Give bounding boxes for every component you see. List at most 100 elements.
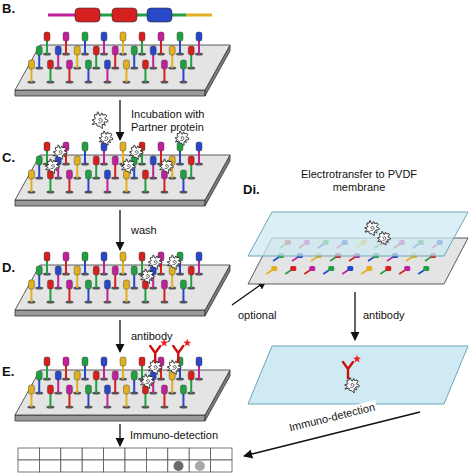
peptide-linker (186, 14, 212, 17)
peptide-domain (44, 357, 50, 366)
peptide-domain (44, 32, 50, 41)
peptide-linker (65, 41, 67, 54)
protein-fold (58, 151, 62, 155)
grid-cell (168, 448, 189, 460)
peptide-linker (198, 41, 200, 54)
detection-spot (195, 461, 205, 471)
partner-protein (365, 221, 379, 236)
grid-cell (61, 448, 82, 460)
peptide-linker (406, 257, 412, 261)
peptide-linker (349, 257, 355, 261)
peptide-linker (84, 366, 86, 379)
grid-cell (18, 460, 39, 472)
peptide-linker (190, 165, 192, 178)
detection-grid (18, 448, 232, 472)
peptide-linker (106, 69, 108, 82)
peptide-linker (160, 41, 162, 54)
peptide-domain (328, 266, 334, 271)
partner-protein (160, 159, 174, 174)
peptide-linker (171, 380, 173, 393)
grid-cell (125, 460, 146, 472)
partner-protein (141, 269, 155, 284)
detection-label (353, 355, 361, 363)
peptide-domain (36, 266, 42, 275)
peptide-linker (49, 69, 51, 82)
peptide-domain (104, 60, 110, 69)
peptide-linker (368, 257, 374, 261)
peptide-linker (182, 394, 184, 407)
peptide-domain (423, 266, 429, 271)
peptide-linker (103, 261, 105, 274)
partner-protein (53, 145, 67, 160)
peptide-linker (46, 261, 48, 274)
peptide-domain (158, 142, 164, 151)
step-label: Immuno-detection (130, 429, 218, 442)
process-arrow (119, 100, 120, 140)
peptide-linker (361, 270, 367, 274)
antibody (173, 346, 183, 362)
peptide-linker (87, 394, 89, 407)
peptide-linker (38, 275, 40, 288)
peptide-linker (76, 55, 78, 68)
peptide-domain (123, 280, 129, 289)
partner-protein (175, 131, 189, 146)
grid-cell (125, 448, 146, 460)
peptide-linker (84, 151, 86, 164)
grid-cell (189, 460, 210, 472)
peptide-linker (122, 366, 124, 379)
peptide-domain (66, 170, 72, 179)
pvdf-membrane (248, 346, 468, 404)
peptide-domain (112, 46, 118, 55)
grid-cell (104, 460, 125, 472)
peptide-domain (150, 46, 156, 55)
antibody (343, 355, 361, 378)
peptide-linker (84, 41, 86, 54)
peptide-linker (125, 69, 127, 82)
peptide-domain (104, 280, 110, 289)
peptide-domain (82, 32, 88, 41)
partner-protein (46, 159, 60, 174)
peptide-domain (104, 385, 110, 394)
plate-edge (15, 90, 205, 96)
peptide-domain (93, 46, 99, 55)
partner-protein (167, 255, 181, 270)
peptide-domain (74, 266, 80, 275)
peptide-domain (44, 252, 50, 261)
peptide-linker (46, 366, 48, 379)
peptide-linker (38, 380, 40, 393)
grid-cell (61, 460, 82, 472)
peptide-domain (123, 60, 129, 69)
peptide-linker (163, 179, 165, 192)
partner-protein (129, 145, 143, 160)
peptide-linker (163, 69, 165, 82)
detection-spot (174, 461, 184, 471)
step-label: Electrotransfer to PVDF membrane (300, 168, 418, 194)
protein-fold (172, 261, 176, 265)
peptide-linker (57, 380, 59, 393)
peptide-linker (182, 289, 184, 302)
peptide-linker (172, 14, 186, 17)
protein-fold (98, 118, 102, 123)
peptide-linker (48, 14, 75, 17)
panel-letter: D. (2, 260, 15, 275)
peptide-linker (87, 179, 89, 192)
peptide-linker (171, 275, 173, 288)
peptide-linker (266, 270, 272, 274)
peptide-domain (36, 46, 42, 55)
peptide-linker (49, 394, 51, 407)
peptide-domain (82, 252, 88, 261)
peptide-domain (55, 46, 61, 55)
peptide-linker (182, 179, 184, 192)
process-arrow (354, 292, 355, 340)
peptide-domain (120, 357, 126, 366)
peptide-linker (387, 257, 393, 261)
peptide-domain (75, 8, 100, 22)
peptide-linker (122, 41, 124, 54)
partner-protein (345, 378, 359, 393)
peptide-array-plate (15, 252, 230, 316)
peptide-domain (44, 142, 50, 151)
peptide-linker (125, 394, 127, 407)
peptide-domain (169, 46, 175, 55)
partner-protein (377, 231, 390, 245)
